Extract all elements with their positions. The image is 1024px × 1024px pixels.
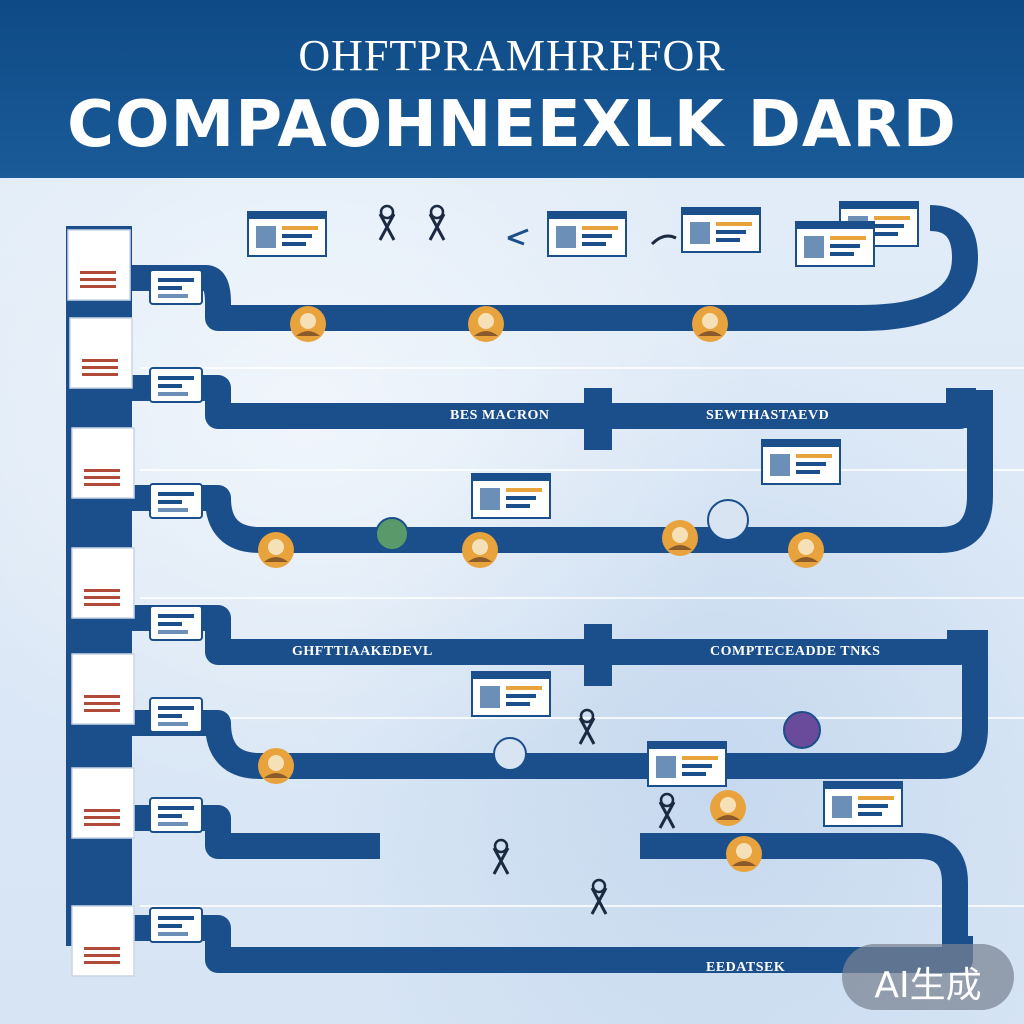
person-icon	[258, 748, 294, 784]
computer-icon	[149, 483, 203, 519]
wrench-icon	[492, 838, 510, 876]
lane-label: EEDATSEK	[706, 960, 786, 975]
circle-icon	[493, 737, 527, 771]
lane-label: SEWTHASTAEVD	[706, 408, 830, 423]
computer-icon	[149, 605, 203, 641]
person-icon	[258, 532, 294, 568]
pen-icon	[650, 234, 677, 246]
wrench-icon	[428, 204, 446, 242]
lane-label: GHFTTIAAKEDEVL	[292, 644, 433, 659]
pipe-paths	[132, 205, 993, 973]
lane-label: BES MACRON	[450, 408, 550, 423]
globe-icon	[375, 517, 409, 551]
computer-icon	[149, 697, 203, 733]
wrench-icon	[578, 708, 596, 746]
dashboard-window-icon	[471, 473, 551, 519]
computer-icon	[149, 797, 203, 833]
dashboard-window-icon	[647, 741, 727, 787]
connector-3	[946, 388, 976, 428]
dashboard-window-icon	[547, 211, 627, 257]
globe-icon	[783, 711, 821, 749]
dashboard-window-icon	[823, 781, 903, 827]
watermark-text: AI生成	[874, 965, 982, 1006]
wrench-icon	[658, 792, 676, 830]
document-icon	[71, 905, 135, 977]
wrench-icon	[590, 878, 608, 916]
person-icon	[692, 306, 728, 342]
computer-icon	[149, 367, 203, 403]
person-icon	[462, 532, 498, 568]
dashboard-window-icon	[681, 207, 761, 253]
document-icon	[71, 767, 135, 839]
watermark-badge: AI生成	[842, 944, 1014, 1010]
wrench-icon	[378, 204, 396, 242]
dashboard-window-icon	[761, 439, 841, 485]
lane-label: COMPTECEADDE TNKS	[710, 644, 881, 659]
computer-icon	[149, 907, 203, 943]
circle-icon	[707, 499, 749, 541]
document-icon	[71, 547, 135, 619]
header-subtitle: OHFTPRAMHREFOR	[298, 31, 726, 80]
document-icon	[71, 427, 135, 499]
workflow-diagram	[66, 201, 1024, 977]
header-title: COMPAOHNEEXLK DARD	[67, 88, 957, 162]
connector-1	[584, 388, 612, 450]
arrow-icon	[507, 228, 529, 246]
person-icon	[662, 520, 698, 556]
dashboard-window-icon	[247, 211, 327, 257]
computer-icon	[149, 269, 203, 305]
dashboard-window-icon	[795, 221, 875, 267]
header-banner: OHFTPRAMHREFOR COMPAOHNEEXLK DARD	[0, 0, 1024, 178]
person-icon	[726, 836, 762, 872]
person-icon	[788, 532, 824, 568]
document-icon	[67, 229, 131, 301]
document-icon	[69, 317, 133, 389]
person-icon	[468, 306, 504, 342]
connector-2	[584, 624, 612, 686]
dashboard-window-icon	[471, 671, 551, 717]
document-icon	[71, 653, 135, 725]
bulb-icon	[710, 790, 746, 826]
person-icon	[290, 306, 326, 342]
